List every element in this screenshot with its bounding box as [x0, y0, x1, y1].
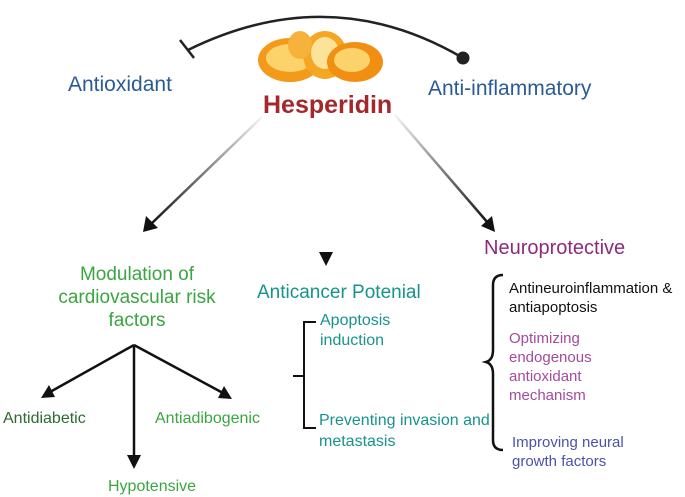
cardio-branch-title: Modulation of cardiovascular risk factor… [58, 264, 216, 331]
antiadibogenic-label: Antiadibogenic [155, 410, 260, 427]
optimizing-antioxidant-label: Optimizing endogenous antioxidant mechan… [509, 330, 592, 404]
anti-inflammatory-label: Anti-inflammatory [428, 77, 592, 100]
antioxidant-label: Antioxidant [68, 73, 172, 96]
orange-peel-icon [258, 31, 383, 82]
anticancer-branch-title: Anticancer Potenial [257, 282, 421, 303]
arrowhead-neuro [481, 216, 495, 232]
improving-neural-growth-label: Improving neural growth factors [512, 434, 624, 470]
antineuroinflammation-label: Antineuroinflammation & antiapoptosis [509, 280, 673, 316]
arrow-to-cardio [149, 116, 263, 226]
anticancer-bracket [293, 321, 316, 429]
inhibit-bar [179, 39, 195, 59]
arrowhead-cardio [143, 216, 158, 232]
preventing-invasion-label: Preventing invasion and metastasis [319, 412, 490, 450]
arrow-to-antiadibogenic [133, 343, 224, 395]
hesperidin-title: Hesperidin [263, 91, 393, 119]
top-arc-connector [187, 15, 464, 60]
activate-dot [456, 51, 470, 65]
hypotensive-label: Hypotensive [108, 478, 197, 495]
antidiabetic-label: Antidiabetic [3, 410, 86, 427]
arrowhead-antiadibogenic [218, 386, 232, 399]
arrow-to-antidiabetic [49, 343, 135, 394]
apoptosis-induction-label: Apoptosis induction [320, 312, 391, 349]
arrow-to-neuro [394, 114, 489, 224]
arrowhead-antidiabetic [41, 385, 55, 398]
arrowhead-anticancer [319, 252, 333, 266]
neuroprotective-branch-title: Neuroprotective [484, 237, 626, 259]
arrowhead-hypotensive [127, 455, 141, 469]
neuro-brace [481, 273, 504, 452]
